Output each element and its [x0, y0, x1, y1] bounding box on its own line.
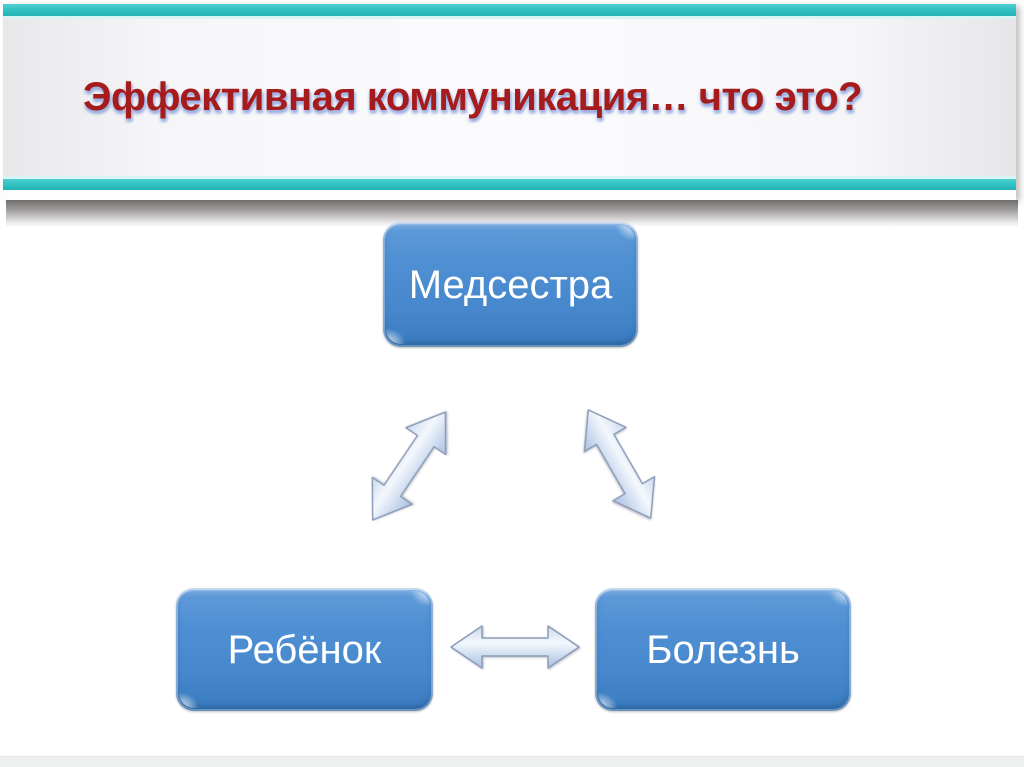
diagram-node-child: Ребёнок: [176, 588, 433, 711]
cyan-divider-line-bottom: [3, 176, 1016, 179]
node-nurse-label: Медсестра: [408, 262, 613, 307]
node-illness-label: Болезнь: [646, 627, 800, 672]
double-arrow-nurse-illness-icon: [565, 396, 674, 532]
slide-title: Эффективная коммуникация… что это?: [83, 75, 863, 119]
cyan-divider-line-top: [3, 16, 1016, 19]
diagram-node-illness: Болезнь: [595, 588, 851, 711]
slide-header-banner: Эффективная коммуникация… что это?: [3, 4, 1016, 200]
node-child-label: Ребёнок: [227, 627, 382, 672]
teal-accent-bar-top: [3, 4, 1016, 16]
double-arrow-nurse-child-icon: [351, 397, 468, 536]
teal-accent-bar-bottom: [3, 179, 1016, 190]
diagram-node-nurse: Медсестра: [383, 222, 638, 347]
title-panel: Эффективная коммуникация… что это?: [3, 19, 1016, 176]
double-arrow-child-illness-icon: [450, 624, 580, 670]
bottom-edge-strip: [0, 756, 1024, 767]
header-white-strip: [3, 190, 1016, 200]
